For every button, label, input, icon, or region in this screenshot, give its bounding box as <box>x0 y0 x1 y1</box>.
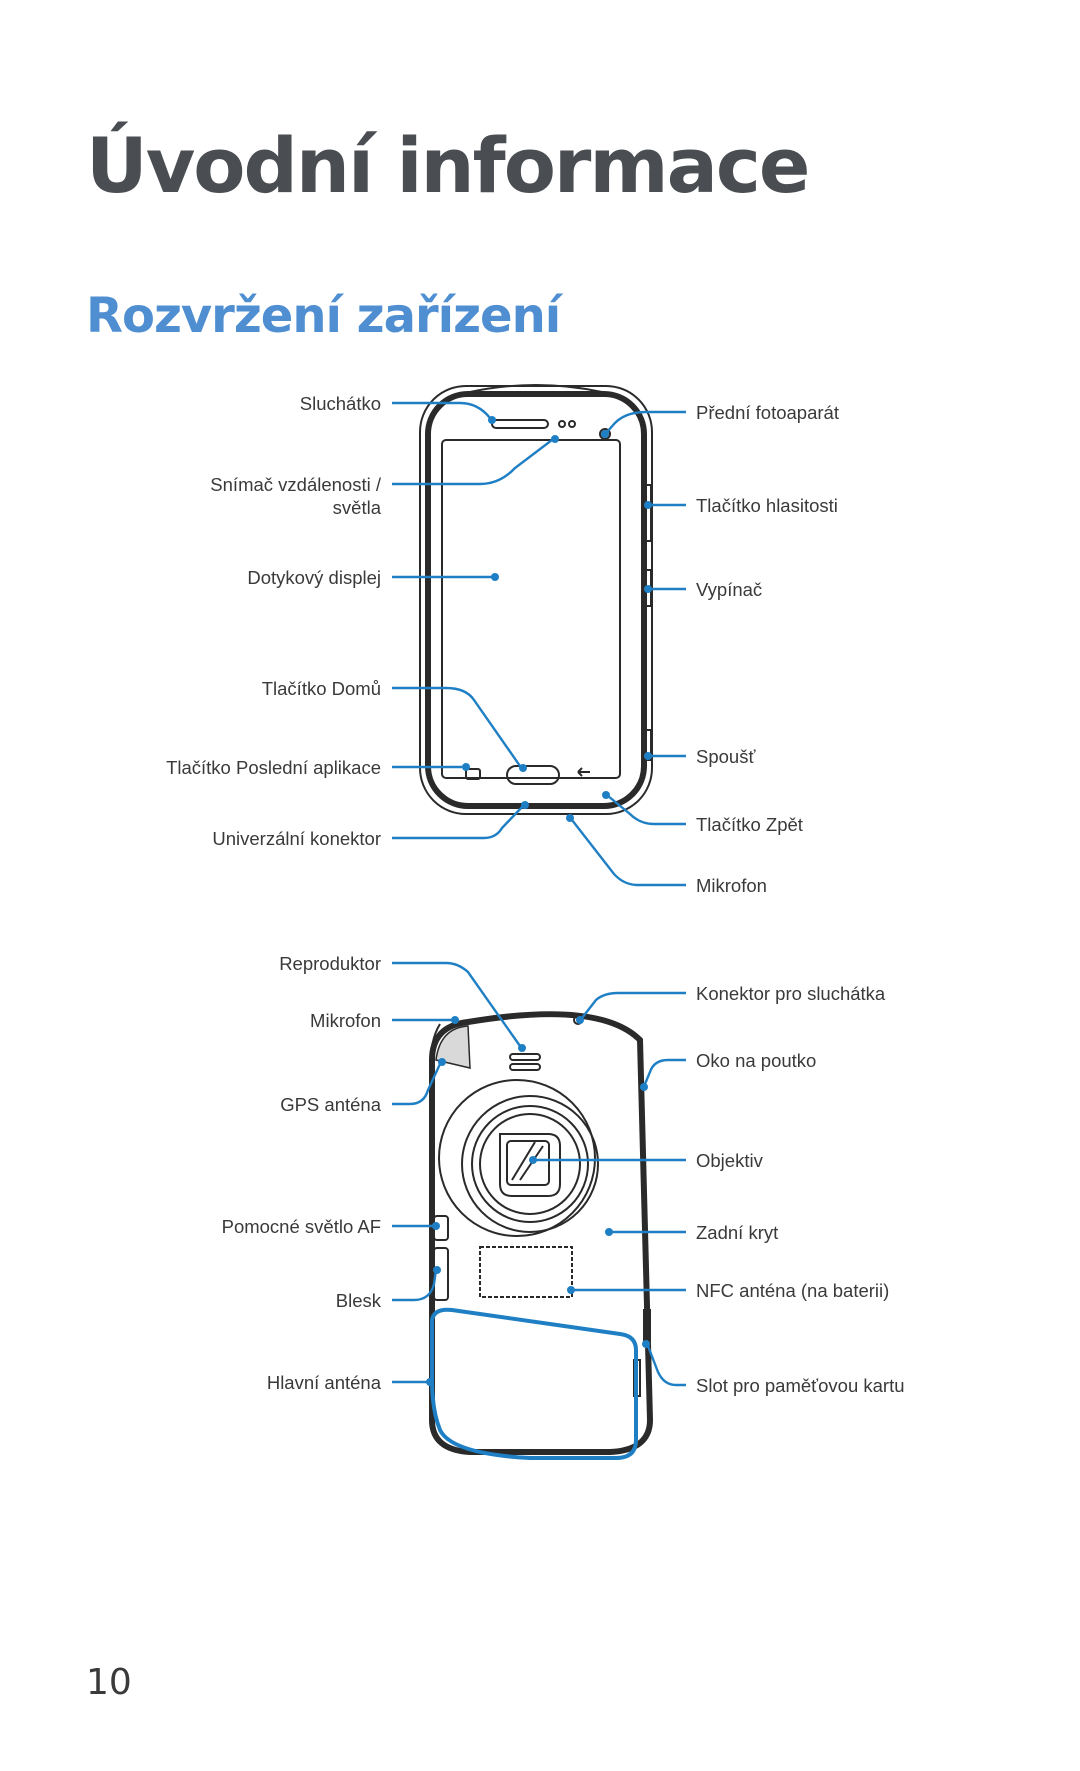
page-title: Úvodní informace <box>86 121 810 210</box>
label-multipurpose-jack: Univerzální konektor <box>212 828 381 849</box>
label-headset-jack: Konektor pro sluchátka <box>696 983 886 1004</box>
label-af-assist-light: Pomocné světlo AF <box>222 1216 381 1237</box>
label-power-button: Vypínač <box>696 579 762 600</box>
label-proximity-sensor-line2: světla <box>333 497 382 518</box>
label-back-button: Tlačítko Zpět <box>696 814 803 835</box>
label-back-cover: Zadní kryt <box>696 1222 778 1243</box>
label-gps-antenna: GPS anténa <box>280 1094 382 1115</box>
section-title: Rozvržení zařízení <box>86 288 561 344</box>
label-nfc-antenna: NFC anténa (na baterii) <box>696 1280 889 1301</box>
front-device-illustration <box>419 384 653 815</box>
label-microphone-front: Mikrofon <box>696 875 767 896</box>
label-recent-apps-button: Tlačítko Poslední aplikace <box>166 757 381 778</box>
back-labels: Reproduktor Mikrofon GPS anténa Pomocné … <box>222 953 905 1396</box>
front-labels: Sluchátko Snímač vzdálenosti / světla Do… <box>166 393 839 896</box>
label-touch-display: Dotykový displej <box>247 567 381 588</box>
label-front-camera: Přední fotoaparát <box>696 402 839 423</box>
label-proximity-sensor: Snímač vzdálenosti / <box>210 474 382 495</box>
label-lens: Objektiv <box>696 1150 764 1171</box>
label-microphone-back: Mikrofon <box>310 1010 381 1031</box>
front-leaders <box>392 401 686 887</box>
label-volume-button: Tlačítko hlasitosti <box>696 495 838 516</box>
label-home-button: Tlačítko Domů <box>262 678 381 699</box>
label-main-antenna: Hlavní anténa <box>267 1372 382 1393</box>
label-shutter: Spoušť <box>696 746 756 767</box>
page-number: 10 <box>86 1662 132 1703</box>
back-leaders <box>392 961 686 1460</box>
back-device-illustration <box>429 1011 654 1455</box>
label-memory-card-slot: Slot pro paměťovou kartu <box>696 1375 905 1396</box>
label-strap-hole: Oko na poutko <box>696 1050 816 1071</box>
label-flash: Blesk <box>336 1290 382 1311</box>
label-earpiece: Sluchátko <box>300 393 381 414</box>
label-speaker: Reproduktor <box>279 953 381 974</box>
